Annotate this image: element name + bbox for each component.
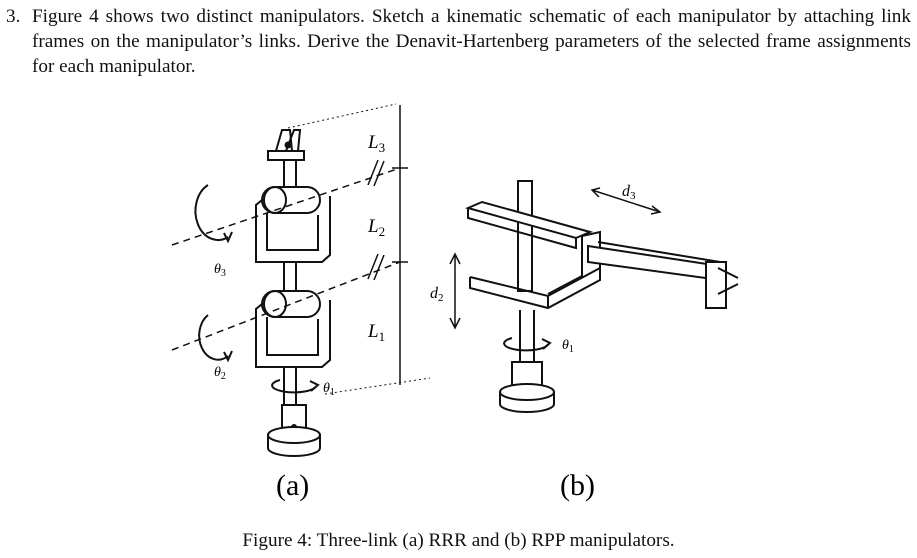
- figure-caption: Figure 4: Three-link (a) RRR and (b) RPP…: [242, 530, 675, 551]
- label-d2: d2: [430, 285, 444, 304]
- panel-a-label: (a): [276, 469, 309, 502]
- problem-text: Figure 4 shows two distinct manipulators…: [32, 6, 911, 77]
- label-theta1-b: θ1: [562, 338, 574, 355]
- label-L2: L2: [367, 216, 385, 239]
- label-theta1-a: θ1: [323, 381, 335, 398]
- problem-statement: 3. Figure 4 shows two distinct manipulat…: [6, 4, 911, 79]
- manipulator-a-drawing: [171, 103, 431, 457]
- manipulator-b-drawing: [449, 180, 739, 413]
- problem-number: 3.: [6, 6, 21, 27]
- label-theta2: θ2: [214, 365, 226, 382]
- label-L1: L1: [367, 321, 385, 344]
- label-d3: d3: [622, 183, 636, 202]
- label-L3: L3: [367, 132, 385, 155]
- label-theta3: θ3: [214, 262, 226, 279]
- panel-b-label: (b): [560, 469, 595, 502]
